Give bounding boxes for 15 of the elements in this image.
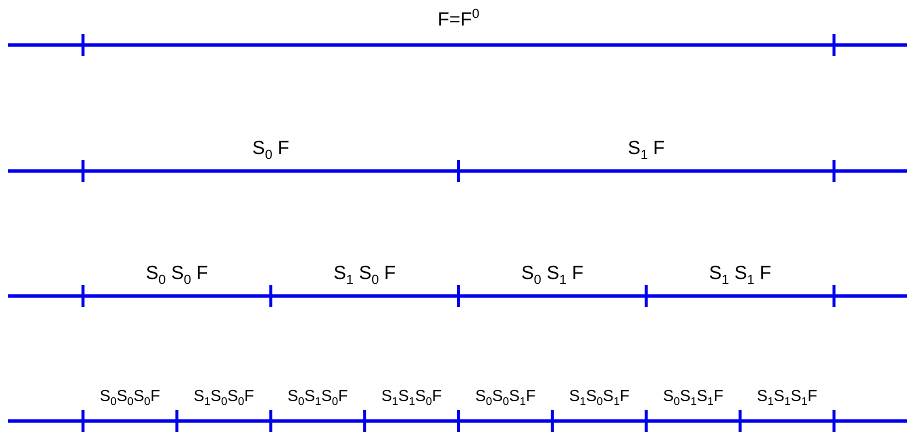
interval-label: S$_{1}$S$_{1}$S$_{1}$F [756, 389, 818, 408]
interval-label: S$_{1}$S$_{0}$S$_{0}$F [194, 389, 254, 408]
interval-label: S$_{0}$S$_{0}$S$_{1}$F [475, 389, 536, 408]
interval-label: S$_{1}$ F [628, 139, 665, 162]
interval-label: S$_{0}$S$_{1}$S$_{1}$F [662, 389, 724, 408]
interval-label: S$_{0}$ S$_{0}$ F [146, 264, 208, 286]
interval-label: S$_{0}$S$_{1}$S$_{0}$F [287, 389, 348, 408]
interval-label: S$_{0}$ F [252, 139, 290, 162]
interval-label: S$_{1}$S$_{1}$S$_{0}$F [381, 389, 442, 408]
interval-label: S$_{1}$ S$_{0}$ F [333, 264, 396, 286]
interval-label: S$_{1}$S$_{0}$S$_{1}$F [569, 389, 630, 408]
interval-label: S$_{0}$ S$_{1}$ F [521, 264, 584, 286]
interval-label: S$_{1}$ S$_{1}$ F [708, 264, 772, 286]
interval-label: F=F$^{0}$ [438, 7, 480, 30]
interval-label: S$_{0}$S$_{0}$S$_{0}$F [100, 389, 160, 408]
